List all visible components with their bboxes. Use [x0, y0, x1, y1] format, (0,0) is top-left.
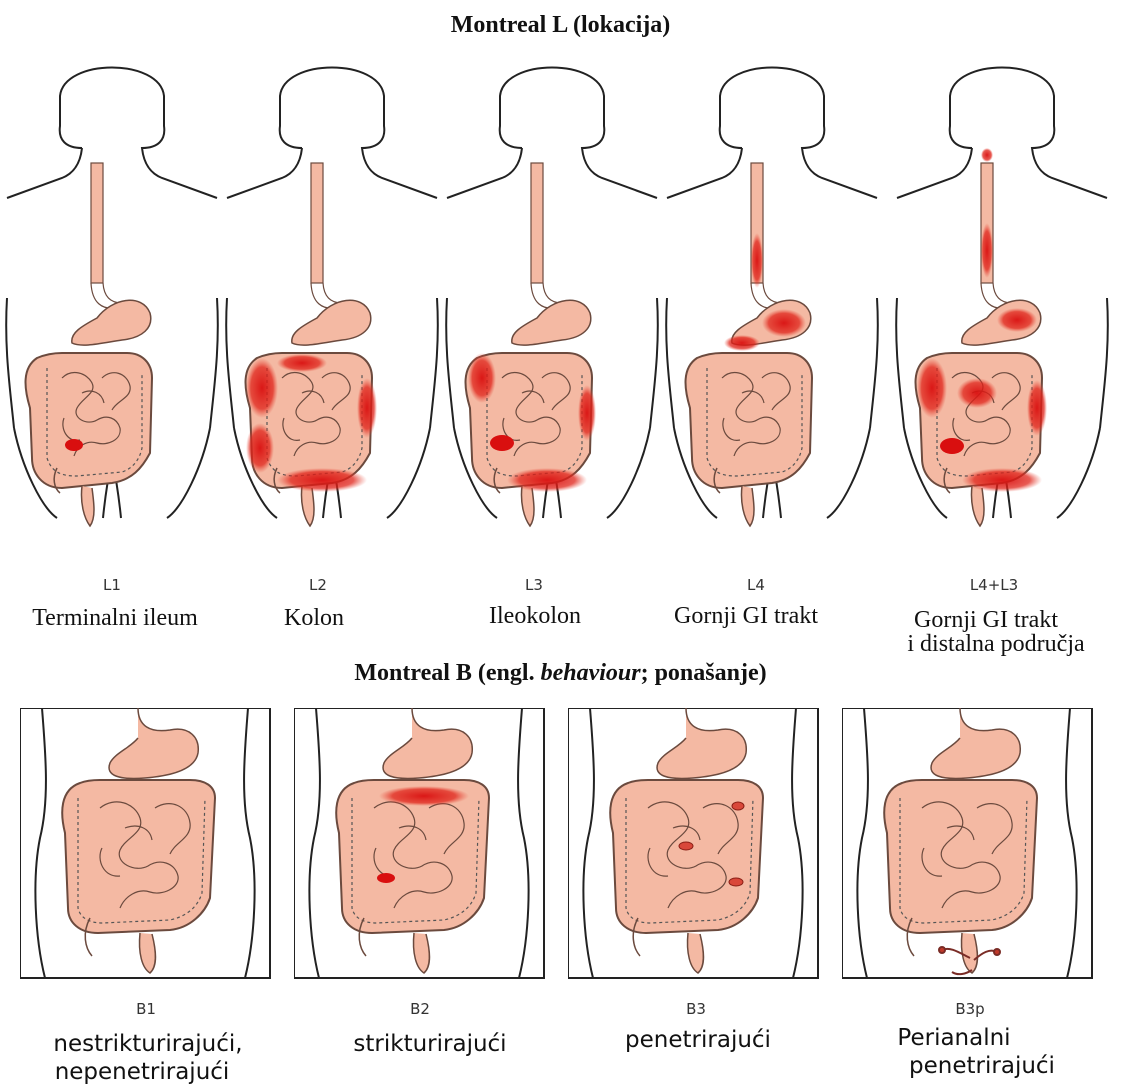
panel-b3-illustration	[568, 708, 820, 980]
behaviour-title-italic: behaviour	[541, 660, 641, 686]
behaviour-title: Montreal B (engl. behaviour; ponašanje)	[0, 660, 1121, 687]
panel-l3-illustration	[442, 48, 662, 538]
code-l4-l3: L4+L3	[894, 576, 1094, 594]
label-b3p-line1: Perianalni	[834, 1024, 1074, 1052]
label-b2: strikturirajući	[310, 1030, 550, 1058]
l1-inflamed-ileum	[65, 439, 83, 451]
label-b1-line2: nepenetrirajući	[22, 1058, 262, 1086]
code-b2: B2	[320, 1000, 520, 1018]
label-l3: Ileokolon	[415, 604, 655, 628]
label-b3p-line2: penetrirajući	[862, 1052, 1102, 1080]
label-b1-line1: nestrikturirajući,	[28, 1030, 268, 1058]
code-b3p: B3p	[870, 1000, 1070, 1018]
panel-l4-illustration	[662, 48, 882, 538]
location-title: Montreal L (lokacija)	[0, 12, 1121, 39]
panel-b2-illustration	[294, 708, 546, 980]
code-l1: L1	[12, 576, 212, 594]
panel-b1-illustration	[20, 708, 272, 980]
panel-b3p-illustration	[842, 708, 1094, 980]
label-l4-l3-line1: Gornji GI trakt	[866, 608, 1106, 632]
panel-l2-illustration	[222, 48, 442, 538]
code-l2: L2	[218, 576, 418, 594]
behaviour-title-suffix: ; ponašanje)	[641, 660, 767, 686]
label-l4: Gornji GI trakt	[626, 604, 866, 628]
label-l4-l3-line2: i distalna područja	[876, 632, 1116, 656]
panel-l1-illustration	[2, 48, 222, 538]
label-b3: penetrirajući	[578, 1026, 818, 1054]
code-l4: L4	[656, 576, 856, 594]
panel-l4-l3-illustration	[892, 48, 1112, 538]
code-b3: B3	[596, 1000, 796, 1018]
code-l3: L3	[434, 576, 634, 594]
label-l2: Kolon	[194, 606, 434, 630]
behaviour-title-prefix: Montreal B (engl.	[354, 660, 540, 686]
code-b1: B1	[46, 1000, 246, 1018]
